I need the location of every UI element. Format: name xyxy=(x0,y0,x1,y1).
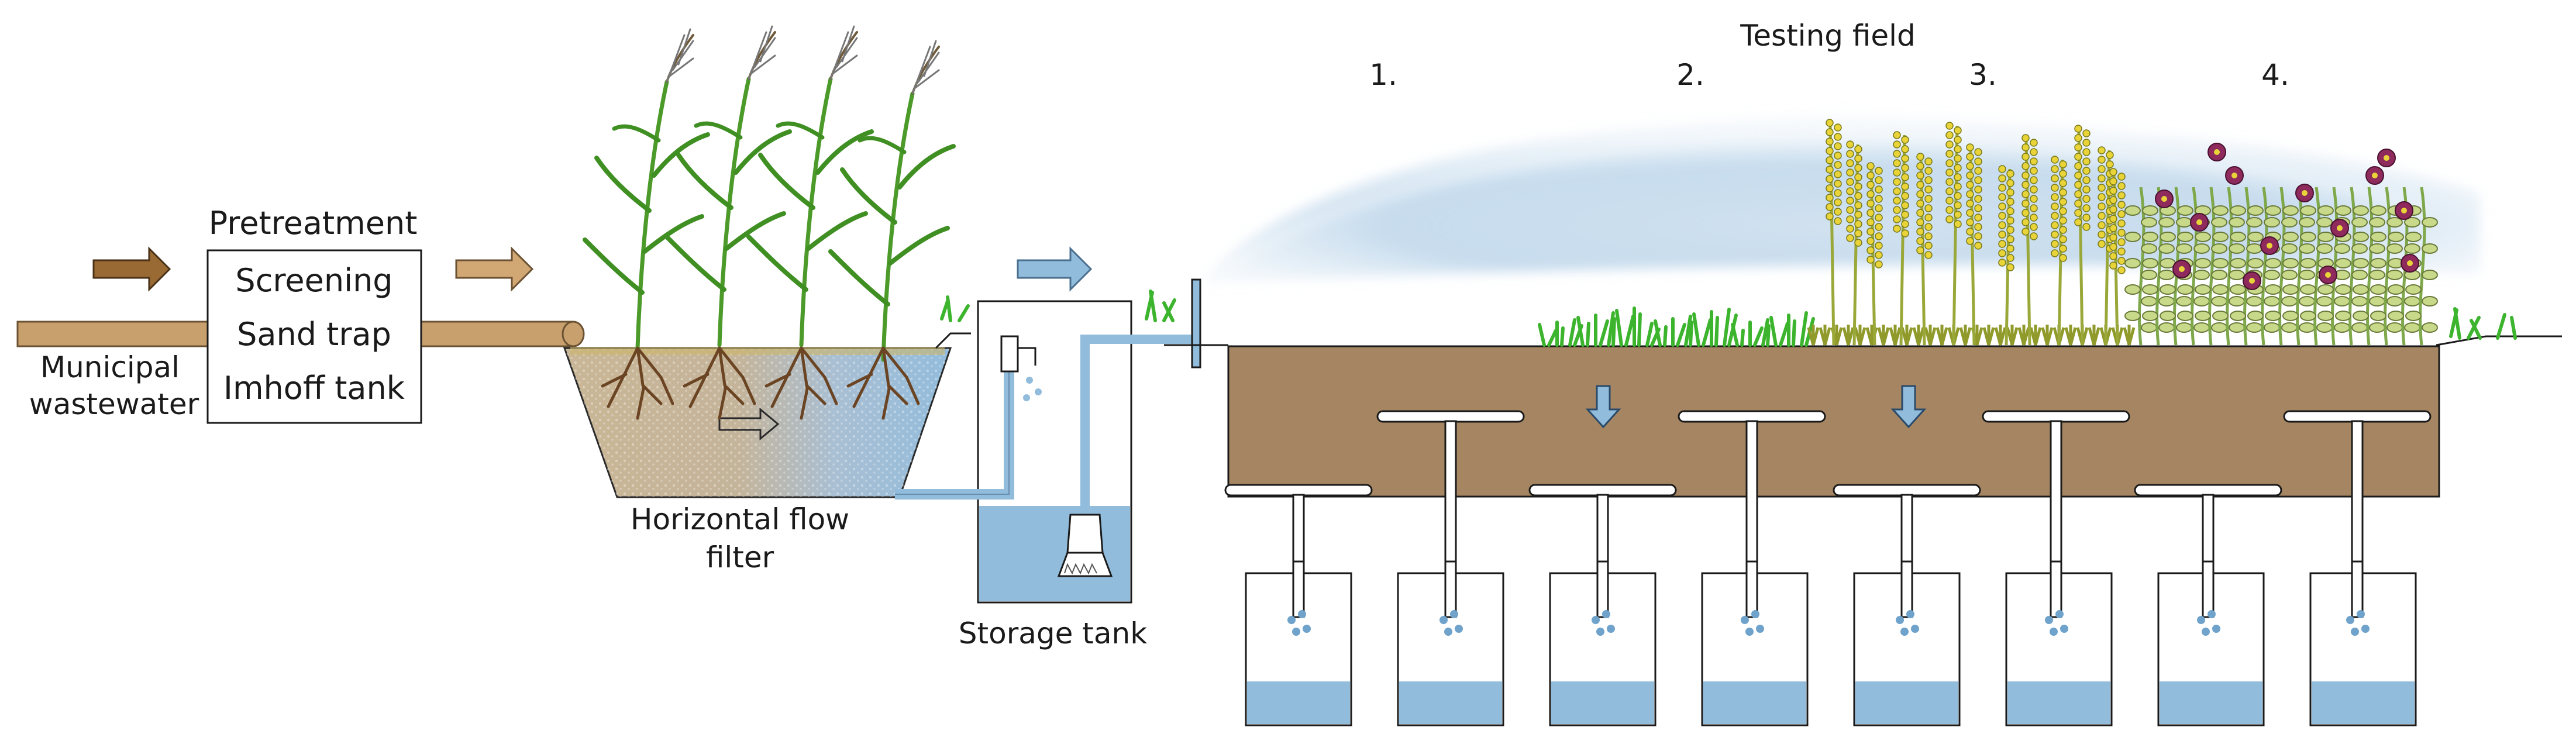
plot-number-1: 1. xyxy=(1369,58,1397,92)
infiltration-arrows xyxy=(1585,385,1927,429)
pipe-end-cap xyxy=(562,321,585,347)
pretreatment-box xyxy=(206,249,422,424)
collection-tank-3 xyxy=(1549,494,1657,726)
collection-tank-6 xyxy=(2005,420,2113,726)
collection-tank-8 xyxy=(2309,420,2417,726)
testing-field-header: Testing field 1. 2. 3. 4. xyxy=(1369,19,2289,92)
collection-tank-1 xyxy=(1245,494,1352,726)
lower-drain-4 xyxy=(2134,484,2282,497)
yellow-flowers-plot-3 xyxy=(1807,119,2136,346)
tank-inlet-fitting xyxy=(1000,335,1019,373)
pretreatment-label: Pretreatment xyxy=(209,205,418,242)
plot-number-2: 2. xyxy=(1676,58,1704,92)
sprinkler-head xyxy=(1191,278,1201,368)
lower-drain-1 xyxy=(1224,484,1373,497)
pump xyxy=(1066,514,1104,554)
collection-tank-4 xyxy=(1701,420,1809,726)
sand-trap-label: Sand trap xyxy=(237,316,391,353)
horizontal-flow-filter: Horizontal flow filter xyxy=(563,26,953,574)
plot-number-3: 3. xyxy=(1969,58,1997,92)
collection-tank-5 xyxy=(1853,494,1961,726)
pipe-to-filter xyxy=(420,321,574,347)
testing-field-label: Testing field xyxy=(1740,19,1916,53)
tank-drops xyxy=(1023,377,1042,401)
blue-arrow-to-tank xyxy=(1017,246,1093,292)
arrow-inflow xyxy=(92,246,171,292)
lower-drain-2 xyxy=(1528,484,1677,497)
wastewater-label: wastewater xyxy=(29,387,199,421)
upper-drain-2 xyxy=(1678,410,1826,423)
storage-tank-water xyxy=(979,506,1130,601)
grass-plot-2 xyxy=(1538,306,1815,347)
storage-tank-label: Storage tank xyxy=(959,616,1147,650)
purple-flowers-plot-4 xyxy=(2124,143,2438,346)
upper-drain-3 xyxy=(1982,410,2130,423)
grass-tufts-edges xyxy=(940,290,2517,340)
inflow-pipe xyxy=(16,321,209,347)
hff-label-line1: Horizontal flow xyxy=(631,502,849,536)
collection-tank-7 xyxy=(2157,494,2265,726)
inflow-section: Municipal wastewater Pretreatment Screen… xyxy=(16,205,585,424)
lower-drain-3 xyxy=(1833,484,1981,497)
screening-label: Screening xyxy=(235,262,392,299)
municipal-label: Municipal xyxy=(40,350,180,384)
reed-plants xyxy=(583,26,953,360)
filter-flow-arrow xyxy=(718,407,780,441)
collection-tank-2 xyxy=(1397,420,1504,726)
upper-drain-4 xyxy=(2283,410,2432,423)
arrow-to-filter xyxy=(455,246,534,292)
drain-system xyxy=(1224,410,2432,726)
reed-roots xyxy=(601,346,920,420)
imhoff-tank-label: Imhoff tank xyxy=(223,370,405,407)
storage-tank-section: Storage tank xyxy=(895,246,1201,650)
upper-drain-1 xyxy=(1376,410,1525,423)
hff-label-line2: filter xyxy=(706,540,774,574)
plot-number-4: 4. xyxy=(2261,58,2289,92)
pump-riser-pipe xyxy=(1080,335,1196,509)
surface-vegetation xyxy=(940,119,2517,347)
